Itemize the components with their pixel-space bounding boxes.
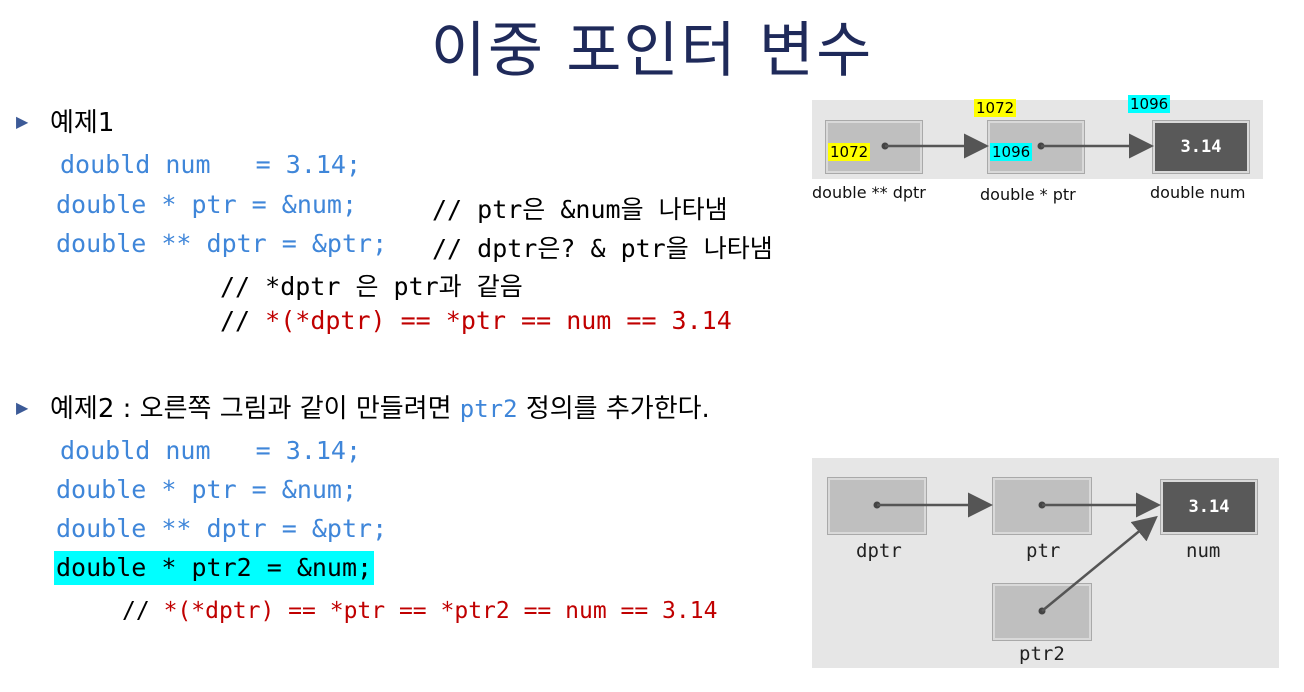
ex2-code-line-1: doubld num = 3.14;	[60, 436, 362, 465]
comment-prefix: //	[220, 306, 251, 335]
dptr-label: dptr	[856, 540, 902, 562]
page-title: 이중 포인터 변수	[430, 16, 874, 86]
ptr2-to-num-arrow	[1041, 515, 1158, 612]
figure1-arrows	[881, 133, 1154, 159]
ex1-comment-3: // *dptr 은 ptr과 같음	[220, 272, 523, 301]
dptr-content-tag: 1072	[828, 143, 871, 161]
example2-heading: 예제2 : 오른쪽 그림과 같이 만들려면 ptr2 정의를 추가한다.	[50, 388, 710, 425]
num-box: 3.14	[1153, 121, 1249, 173]
ptr-label: double * ptr	[980, 185, 1076, 204]
ptr-content-tag: 1096	[990, 143, 1033, 161]
example1-heading: 예제1	[50, 108, 115, 138]
ex1-code-line-2: double * ptr = &num;	[56, 190, 358, 219]
ex2-code-line-3: double ** dptr = &ptr;	[56, 514, 388, 543]
comment-prefix: //	[122, 598, 150, 624]
ex1-comment-1: // ptr은 &num을 나타냄	[432, 195, 728, 224]
heading-prefix: 예제2 : 오른쪽 그림과 같이 만들려면	[50, 394, 460, 424]
ex2-highlighted-line: double * ptr2 = &num;	[54, 551, 375, 585]
comment-expression: *(*dptr) == *ptr == num == 3.14	[265, 306, 732, 335]
num-address-tag: 1096	[1128, 95, 1171, 113]
ptr-address-tag: 1072	[974, 99, 1017, 117]
comment-expression: *(*dptr) == *ptr == *ptr2 == num == 3.14	[163, 598, 718, 624]
dptr-label: double ** dptr	[812, 183, 926, 202]
ptr2-label: ptr2	[1019, 643, 1065, 665]
ex1-code-line-1: doubld num = 3.14;	[60, 150, 362, 179]
bullet-icon: ▶	[16, 398, 29, 417]
heading-code: ptr2	[459, 395, 518, 423]
figure2-arrows	[873, 492, 1161, 615]
num-label: double num	[1150, 183, 1246, 202]
num-box: 3.14	[1161, 480, 1257, 534]
bullet-icon: ▶	[16, 112, 29, 131]
num-label: num	[1186, 540, 1221, 562]
heading-suffix: 정의를 추가한다.	[517, 394, 710, 424]
ptr-label: ptr	[1026, 540, 1061, 562]
ex1-code-line-3: double ** dptr = &ptr;	[56, 229, 388, 258]
ex1-comment-2: // dptr은? & ptr을 나타냄	[432, 234, 773, 263]
ex2-code-line-2: double * ptr = &num;	[56, 475, 358, 504]
ex1-comment-4: // *(*dptr) == *ptr == num == 3.14	[220, 306, 732, 335]
ex2-comment: // *(*dptr) == *ptr == *ptr2 == num == 3…	[122, 598, 717, 624]
